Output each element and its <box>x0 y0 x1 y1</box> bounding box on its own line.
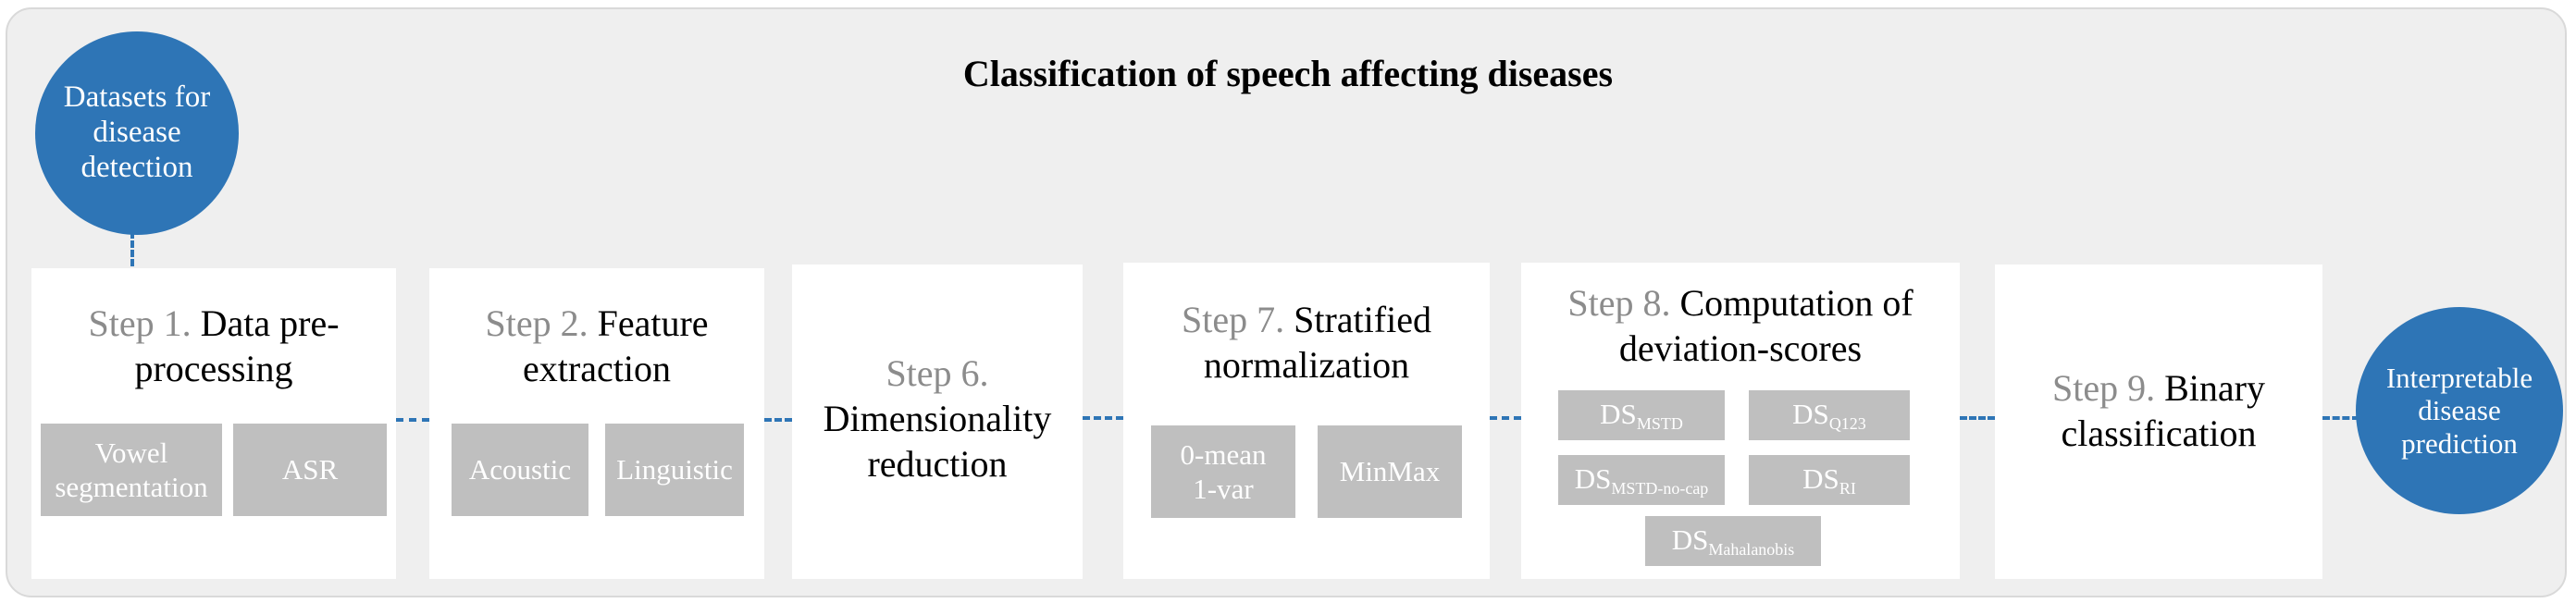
chip-linguistic-label: Linguistic <box>616 453 733 486</box>
chip-ds-q123-sub: Q123 <box>1828 413 1866 433</box>
step-6-box: Step 6. Dimensionality reduction <box>792 265 1083 579</box>
chip-ds-q123-base: DS <box>1792 397 1829 430</box>
chip-ds-mstd-base: DS <box>1600 397 1637 430</box>
step-2-title: Step 2. Feature extraction <box>429 302 764 392</box>
chip-0-mean-1-var: 0-mean 1-var <box>1151 425 1295 518</box>
connector-start-to-step1 <box>130 231 134 266</box>
end-node-line-3: prediction <box>2401 426 2518 460</box>
step-8-box: Step 8. Computation of deviation-scores … <box>1521 263 1960 579</box>
chip-ds-mstd-no-cap-sub: MSTD-no-cap <box>1611 478 1709 498</box>
chip-ds-mstd-no-cap: DSMSTD-no-cap <box>1558 455 1725 505</box>
chip-ds-mahalanobis-base: DS <box>1671 523 1709 556</box>
step-9-box: Step 9. Binary classification <box>1995 265 2322 579</box>
connector-step1-step2 <box>396 418 429 422</box>
step-6-number: Step 6. <box>886 352 989 394</box>
chip-acoustic-label: Acoustic <box>468 453 572 486</box>
chip-ds-mahalanobis-sub: Mahalanobis <box>1708 539 1795 559</box>
chip-vowel-segmentation-line1: Vowel <box>94 436 168 469</box>
connector-step7-step8 <box>1490 416 1521 420</box>
chip-ds-mstd-sub: MSTD <box>1636 413 1683 433</box>
step-1-title: Step 1. Data pre- processing <box>31 302 396 392</box>
step-9-title: Step 9. Binary classification <box>1995 366 2322 457</box>
chip-minmax: MinMax <box>1318 425 1462 518</box>
step-1-number: Step 1. <box>88 302 192 344</box>
end-node-line-1: Interpretable <box>2385 361 2533 394</box>
step-2-number: Step 2. <box>485 302 588 344</box>
chip-ds-ri: DSRI <box>1749 455 1910 505</box>
connector-step8-step9 <box>1960 416 1995 420</box>
step-7-title-line2: normalization <box>1203 343 1410 386</box>
chip-vowel-segmentation-line2: segmentation <box>55 471 208 503</box>
step-7-number: Step 7. <box>1182 299 1285 340</box>
end-node-prediction: Interpretable disease prediction <box>2356 307 2563 514</box>
start-node-line-3: detection <box>80 150 193 184</box>
chip-1-var-line2: 1-var <box>1193 473 1254 505</box>
chip-asr: ASR <box>233 424 387 516</box>
step-8-title-line2: deviation-scores <box>1618 326 1863 369</box>
step-7-box: Step 7. Stratified normalization 0-mean … <box>1123 263 1490 579</box>
step-9-title-line1: Binary <box>2164 367 2265 409</box>
step-1-title-line2: processing <box>134 347 293 389</box>
end-node-line-2: disease <box>2418 394 2501 427</box>
step-1-box: Step 1. Data pre- processing Vowel segme… <box>31 268 396 579</box>
chip-ds-ri-sub: RI <box>1839 478 1856 498</box>
step-6-title-line2: reduction <box>867 442 1008 485</box>
step-2-title-line2: extraction <box>523 347 671 389</box>
chip-ds-mstd: DSMSTD <box>1558 390 1725 440</box>
step-2-box: Step 2. Feature extraction Acoustic Ling… <box>429 268 764 579</box>
step-2-title-line1: Feature <box>597 302 709 344</box>
chip-minmax-label: MinMax <box>1339 455 1441 488</box>
chip-acoustic: Acoustic <box>452 424 588 516</box>
chip-ds-q123: DSQ123 <box>1749 390 1910 440</box>
step-1-title-line1: Data pre- <box>200 302 340 344</box>
step-7-title-line1: Stratified <box>1294 299 1431 340</box>
diagram-title: Classification of speech affecting disea… <box>962 53 1614 94</box>
start-node-line-2: disease <box>93 116 181 150</box>
step-6-title-line1: Dimensionality <box>823 397 1052 439</box>
chip-0-mean-line1: 0-mean <box>1180 437 1267 471</box>
chip-ds-mahalanobis: DSMahalanobis <box>1645 516 1821 566</box>
chip-ds-mstd-no-cap-base: DS <box>1574 461 1612 495</box>
connector-step2-step6 <box>764 418 792 422</box>
connector-step6-step7 <box>1083 416 1123 420</box>
chip-asr-label: ASR <box>281 453 339 486</box>
step-6-title: Step 6. Dimensionality reduction <box>792 351 1083 486</box>
chip-vowel-segmentation: Vowel segmentation <box>41 424 222 516</box>
step-8-title: Step 8. Computation of deviation-scores <box>1521 281 1960 372</box>
connector-step9-end <box>2322 416 2359 420</box>
step-8-number: Step 8. <box>1567 282 1671 324</box>
step-9-number: Step 9. <box>2052 367 2156 409</box>
step-8-title-line1: Computation of <box>1679 282 1913 324</box>
chip-linguistic: Linguistic <box>605 424 744 516</box>
chip-ds-ri-base: DS <box>1802 461 1839 495</box>
step-9-title-line2: classification <box>2061 412 2257 454</box>
start-node-line-1: Datasets for <box>63 80 211 115</box>
step-7-title: Step 7. Stratified normalization <box>1123 298 1490 388</box>
start-node-datasets: Datasets for disease detection <box>35 31 239 235</box>
